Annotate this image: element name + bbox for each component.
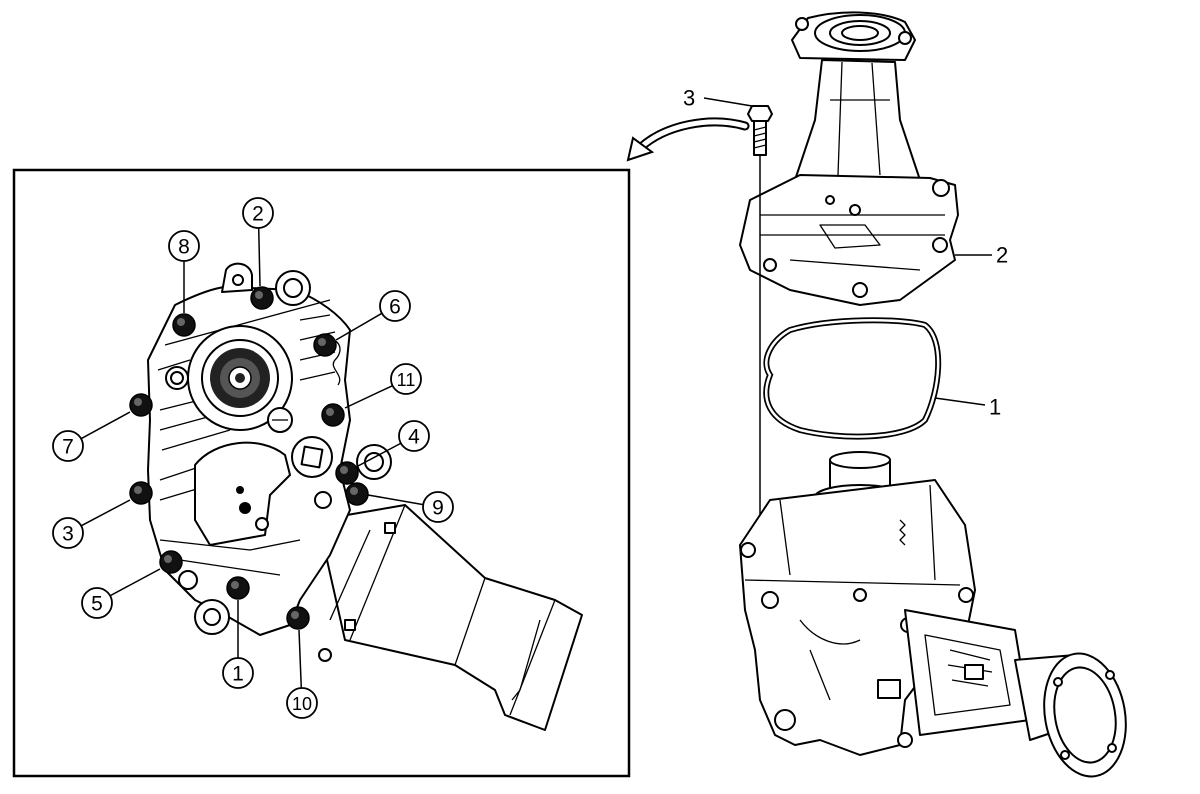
bolt-9-highlight [350, 487, 358, 495]
part-bolt-label: 3 [683, 86, 695, 111]
bolt-9-number: 9 [432, 497, 444, 520]
bolt-6-head [313, 333, 337, 357]
callout-bolt-10: 10 [286, 606, 318, 719]
bolt-2-leader [257, 227, 261, 287]
bolt-4-number: 4 [408, 426, 420, 449]
cover-gasket [763, 317, 942, 440]
bolt-5-number: 5 [91, 593, 103, 616]
bolt-6-leader [335, 312, 383, 341]
bolt-11-highlight [326, 408, 334, 416]
transfer-case-face [147, 262, 583, 731]
bolt-2-number: 2 [252, 203, 264, 226]
callout-bolt-5: 5 [81, 550, 183, 619]
callout-bolt-1: 1 [222, 576, 254, 689]
bolt-6-ring [379, 290, 411, 322]
part-labels: 3 2 1 [683, 86, 1008, 420]
bolt-11-head [321, 403, 345, 427]
callout-bolt-7: 7 [52, 393, 153, 462]
bolt-9-leader [367, 494, 424, 506]
transfer-case-body [739, 451, 976, 756]
bolt-4-leader [357, 442, 402, 467]
bolt-10-number: 10 [292, 694, 312, 714]
detail-arrow [626, 117, 750, 162]
callout-bolt-8: 8 [168, 230, 200, 337]
part-leaders [703, 97, 992, 406]
part-gasket-label: 1 [989, 395, 1001, 420]
bolt-3-leader [80, 499, 131, 527]
callout-bolt-4: 4 [335, 420, 430, 485]
bolt-1-head [226, 576, 250, 600]
bolt-7-number: 7 [62, 436, 74, 459]
part-cover-label: 2 [996, 243, 1008, 268]
bolt-1-number: 1 [232, 663, 244, 686]
bolt-4-head [335, 461, 359, 485]
bolt-10-highlight [291, 611, 299, 619]
bolt-4-ring [398, 420, 430, 452]
bolt-5-head [159, 550, 183, 574]
bolt-9-head [345, 482, 369, 506]
bolt-9-ring [422, 491, 454, 523]
callout-bolt-3: 3 [52, 481, 153, 549]
bolt-2-head [250, 286, 274, 310]
callout-bolt-9: 9 [345, 482, 454, 523]
bolt-7-ring [52, 430, 84, 462]
callout-bolt-2: 2 [242, 197, 274, 310]
bolt-3-head [129, 481, 153, 505]
bolt-4-highlight [340, 466, 348, 474]
bolt-2-highlight [255, 291, 263, 299]
bolt-callouts: 8 2 6 11 7 4 9 3 5 1 10 [52, 197, 454, 719]
output-housing [904, 609, 1127, 778]
extension-housing-cover [739, 11, 959, 306]
bolt-10-ring [286, 687, 318, 719]
bolt-3-number: 3 [62, 523, 74, 546]
bolt-7-head [129, 393, 153, 417]
bolt-1-highlight [231, 581, 239, 589]
callout-bolt-11: 11 [321, 363, 422, 427]
callout-bolt-6: 6 [313, 290, 411, 357]
bolt-8-number: 8 [178, 236, 190, 259]
bolt-5-ring [81, 587, 113, 619]
bolt-8-highlight [177, 318, 185, 326]
bolt-1-ring [222, 657, 254, 689]
bolt-10-leader [298, 629, 303, 689]
bolt-6-number: 6 [389, 296, 401, 319]
bolt-3-ring [52, 517, 84, 549]
bolt-7-highlight [134, 398, 142, 406]
bolt-10-head [286, 606, 310, 630]
bolt-6-highlight [318, 338, 326, 346]
bolt-11-number: 11 [397, 370, 416, 390]
bolt-11-leader [344, 384, 393, 409]
bolt-5-leader [109, 568, 161, 597]
bolt-2-ring [242, 197, 274, 229]
bolt-5-highlight [164, 555, 172, 563]
bolt-7-leader [80, 411, 131, 440]
bolt-11-ring [390, 363, 422, 395]
bolt-3-highlight [134, 486, 142, 494]
bolt-8-head [172, 313, 196, 337]
cover-bolt [747, 105, 773, 578]
bolt-8-ring [168, 230, 200, 262]
